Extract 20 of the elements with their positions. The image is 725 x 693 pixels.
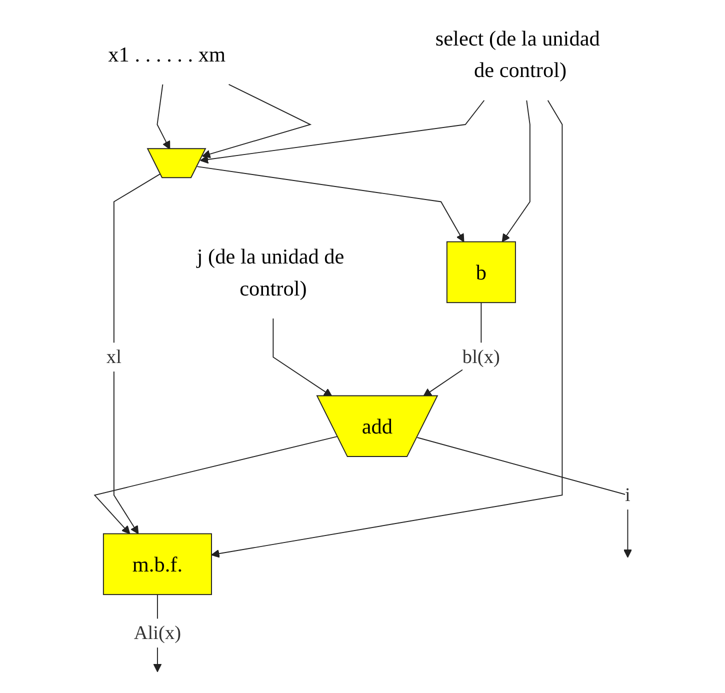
arrow [156,84,170,150]
node-trapezoid [146,148,206,178]
arrow [202,84,312,158]
edge-label: xl [106,346,122,368]
node-box: b [446,241,516,304]
arrow [113,173,161,534]
edge-label: i [625,484,630,506]
node-text: j (de la unidad de control) [196,244,344,300]
arrow [211,100,563,558]
arrow [416,437,632,558]
node-box: m.b.f. [102,533,212,596]
edge-label: bl(x) [462,346,500,368]
arrow [196,166,464,242]
arrow [94,436,338,534]
arrow [272,318,332,397]
arrow [502,100,530,242]
arrow [200,100,485,164]
node-text: select (de la unidad de control) [435,26,600,82]
edge-label: Ali(x) [134,622,182,644]
node-text: x1 . . . . . . xm [108,42,226,66]
